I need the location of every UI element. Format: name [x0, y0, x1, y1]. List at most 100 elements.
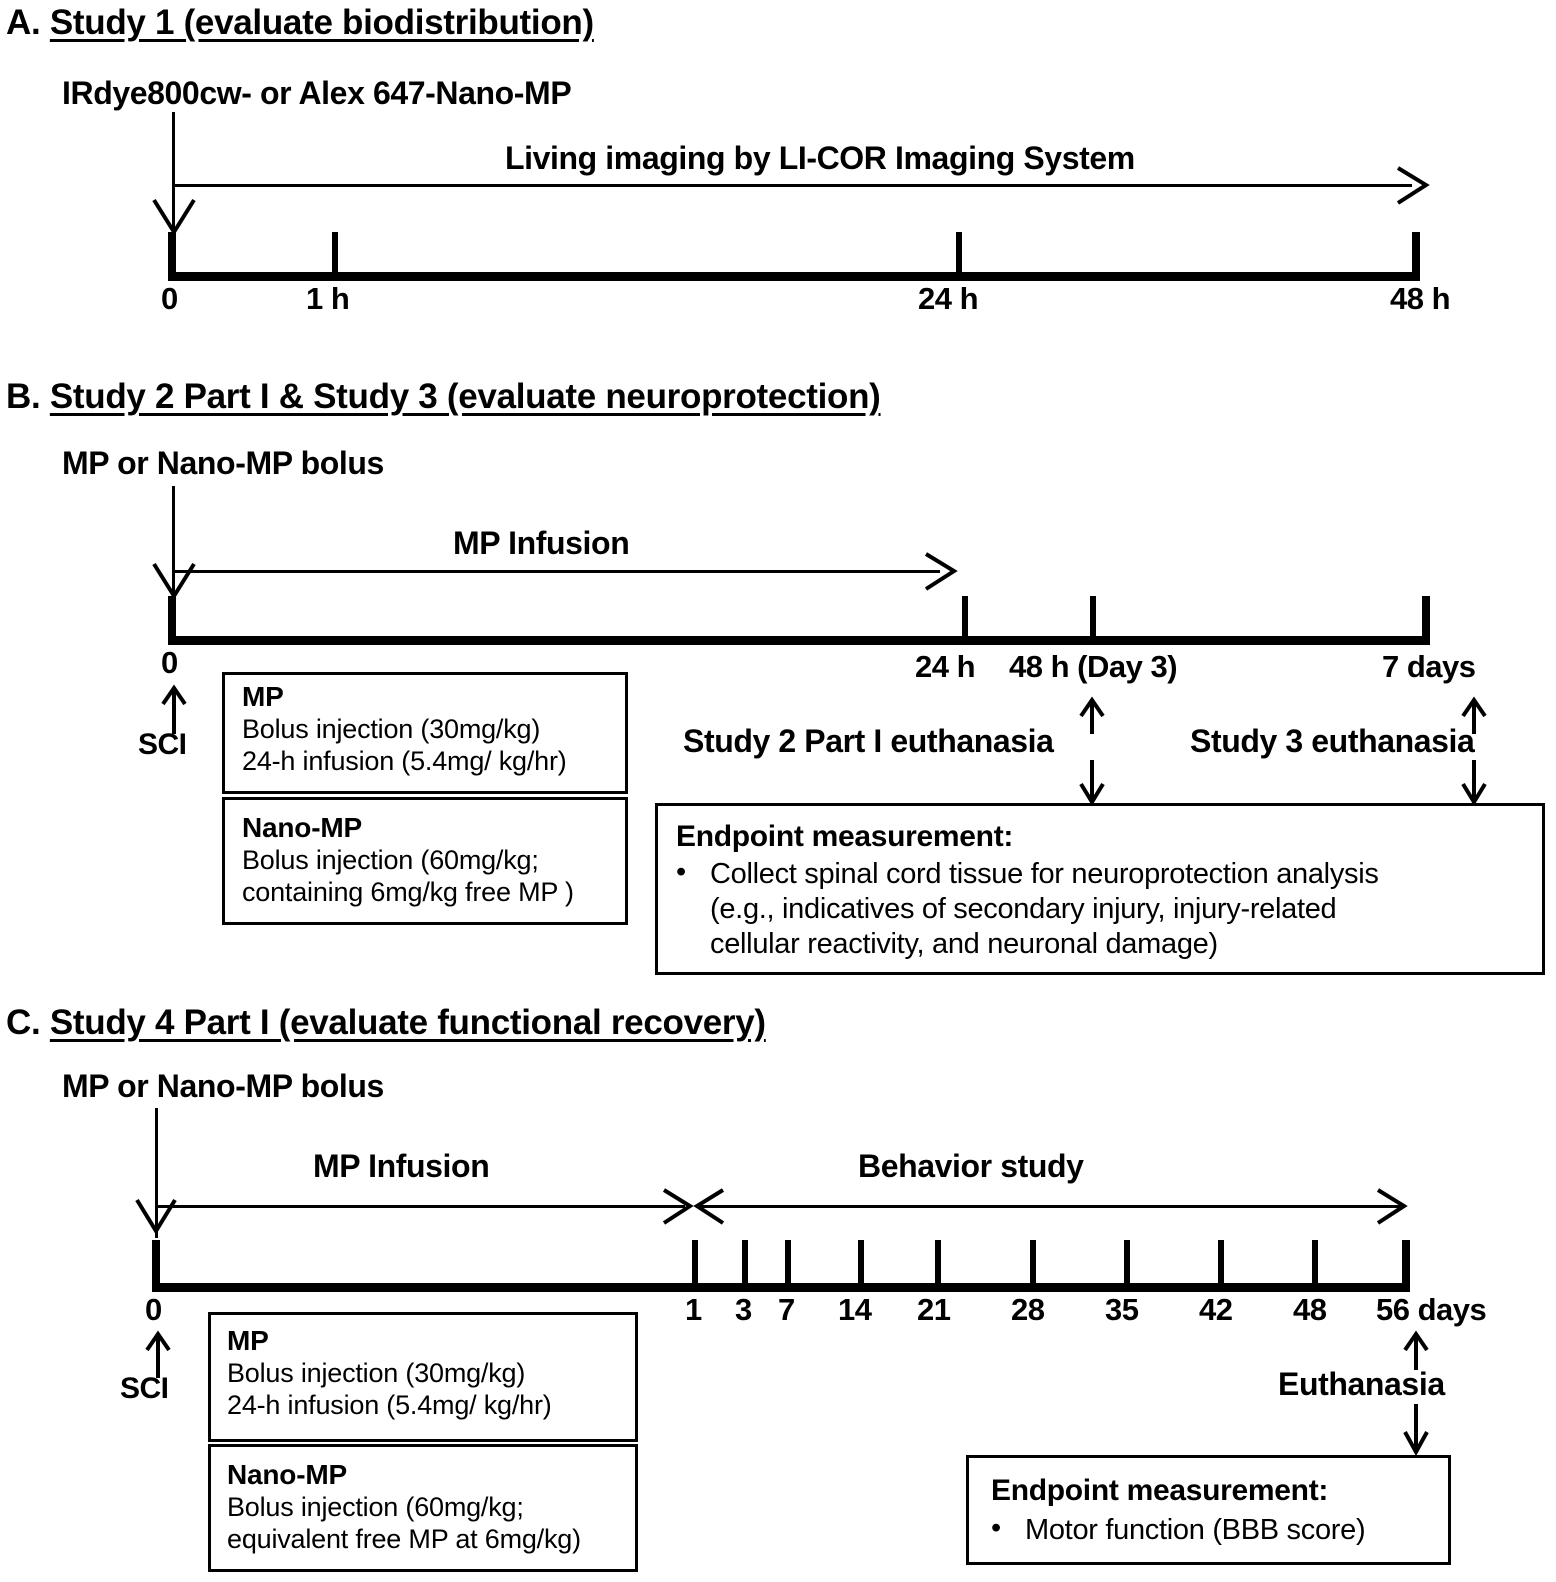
panel-c-euthanasia-label: Euthanasia [1278, 1366, 1445, 1402]
panel-c-label-1: 1 [685, 1292, 702, 1327]
panel-b-header: B. Study 2 Part I & Study 3 (evaluate ne… [6, 377, 881, 417]
panel-a-header: A. Study 1 (evaluate biodistribution) [6, 3, 594, 43]
panel-b-label-0: 0 [161, 645, 178, 680]
panel-c-tick-56 [1402, 1240, 1410, 1287]
panel-b-tick-7d [1422, 596, 1430, 641]
panel-c-tick-35 [1124, 1240, 1130, 1287]
panel-c-axis [152, 1283, 1410, 1292]
panel-c-label-28: 28 [1011, 1292, 1045, 1327]
panel-a-label-1h: 1 h [306, 281, 350, 316]
panel-a-tick-24h [956, 232, 962, 277]
panel-b-injury-label: SCI [138, 728, 187, 761]
panel-b-label-48h: 48 h (Day 3) [1009, 649, 1178, 684]
panel-c-endpoint-title: Endpoint measurement: [991, 1474, 1329, 1507]
panel-b-dose-box-mp-line-2: 24-h infusion (5.4mg/ kg/hr) [242, 746, 567, 776]
panel-a-treatment-label: IRdye800cw- or Alex 647-Nano-MP [62, 75, 572, 111]
panel-c-process-arrow-line [155, 1205, 685, 1208]
panel-a-letter: A. [6, 3, 41, 42]
panel-c-tick-21 [935, 1240, 941, 1287]
panel-c-letter: C. [6, 1003, 41, 1042]
panel-c-behavior-arrow-line [700, 1205, 1400, 1208]
panel-a-process-arrow-line [172, 184, 1412, 187]
panel-c-bolus-arrow-head [135, 1198, 177, 1238]
panel-c-behavior-arrow-head-left [693, 1188, 727, 1226]
panel-c-tick-7 [785, 1240, 791, 1287]
panel-c-label-0: 0 [145, 1292, 162, 1327]
panel-c-dose-box-mp: MP Bolus injection (30mg/kg) 24-h infusi… [208, 1312, 638, 1442]
panel-c-label-48: 48 [1293, 1292, 1327, 1327]
panel-b-letter: B. [6, 377, 41, 416]
panel-a-tick-0 [168, 232, 176, 277]
panel-b-process-arrow-line [172, 570, 940, 573]
panel-b-endpoint-bullet-glyph: • [676, 856, 687, 888]
panel-c-euthanasia-arrow-down [1402, 1404, 1430, 1457]
panel-c-treatment-label: MP or Nano-MP bolus [62, 1068, 384, 1104]
panel-b-label-24h: 24 h [915, 649, 976, 684]
panel-b-dose-box-nanomp-line-2: containing 6mg/kg free MP ) [242, 877, 574, 907]
panel-c-endpoint-bullet-glyph: • [991, 1512, 1002, 1544]
panel-c-header: C. Study 4 Part I (evaluate functional r… [6, 1003, 766, 1043]
panel-c-tick-0 [152, 1240, 160, 1287]
panel-b-process-label: MP Infusion [453, 525, 630, 561]
panel-c-tick-14 [858, 1240, 864, 1287]
panel-c-label-56: 56 days [1376, 1292, 1487, 1327]
panel-b-axis [168, 636, 1430, 645]
panel-b-dose-box-mp-line-1: Bolus injection (30mg/kg) [242, 714, 541, 744]
panel-c-dose-box-mp-line-1: Bolus injection (30mg/kg) [227, 1358, 526, 1388]
panel-c-process-arrow-head [662, 1188, 696, 1226]
panel-c-title: Study 4 Part I (evaluate functional reco… [49, 1003, 766, 1042]
panel-a-tick-1h [332, 232, 338, 277]
panel-c-label-42: 42 [1199, 1292, 1233, 1327]
panel-c-tick-1 [692, 1240, 698, 1287]
panel-b-endpoint-bullet-line-3: cellular reactivity, and neuronal damage… [710, 928, 1218, 960]
panel-c-injury-label: SCI [120, 1372, 169, 1405]
panel-a-process-arrow-head [1396, 166, 1432, 206]
panel-b-euthanasia-arrow-down-2 [1460, 760, 1488, 806]
panel-b-endpoint-box: Endpoint measurement: • Collect spinal c… [655, 803, 1545, 975]
panel-c-behavior-arrow-head-right [1376, 1188, 1410, 1226]
panel-c-dose-box-nanomp: Nano-MP Bolus injection (60mg/kg; equiva… [208, 1444, 638, 1572]
panel-b-endpoint-bullet-line-2: (e.g., indicatives of secondary injury, … [710, 893, 1337, 925]
panel-c-label-21: 21 [917, 1292, 951, 1327]
panel-c-euthanasia-arrow-up [1402, 1330, 1430, 1372]
panel-b-dose-box-nanomp-line-1: Bolus injection (60mg/kg; [242, 845, 539, 875]
panel-b-dose-box-mp: MP Bolus injection (30mg/kg) 24-h infusi… [222, 672, 628, 794]
panel-c-process-label-2: Behavior study [858, 1148, 1084, 1184]
panel-c-tick-42 [1218, 1240, 1224, 1287]
panel-b-dose-box-mp-title: MP [242, 681, 284, 712]
panel-b-euthanasia-arrow-down-1 [1078, 760, 1106, 806]
panel-b-endpoint-title: Endpoint measurement: [676, 820, 1014, 853]
panel-a-label-48h: 48 h [1390, 281, 1451, 316]
panel-c-tick-28 [1030, 1240, 1036, 1287]
panel-c-dose-box-mp-line-2: 24-h infusion (5.4mg/ kg/hr) [227, 1390, 552, 1420]
panel-a-tick-48h [1412, 232, 1420, 277]
panel-b-tick-24h [962, 596, 968, 641]
panel-a-process-label: Living imaging by LI-COR Imaging System [505, 140, 1135, 176]
panel-c-bolus-arrow-stem [155, 1108, 158, 1238]
panel-b-title: Study 2 Part I & Study 3 (evaluate neuro… [49, 377, 881, 416]
panel-c-endpoint-box: Endpoint measurement: • Motor function (… [966, 1455, 1451, 1565]
panel-b-bolus-arrow-stem [172, 486, 175, 626]
panel-b-endpoint-bullet-line-1: Collect spinal cord tissue for neuroprot… [710, 858, 1379, 890]
panel-c-dose-box-nanomp-line-2: equivalent free MP at 6mg/kg) [227, 1524, 581, 1554]
panel-c-tick-48 [1312, 1240, 1318, 1287]
panel-a-axis [168, 272, 1420, 281]
panel-b-dose-box-nanomp: Nano-MP Bolus injection (60mg/kg; contai… [222, 797, 628, 925]
panel-b-euthanasia-label-1: Study 2 Part I euthanasia [683, 723, 1054, 759]
panel-b-euthanasia-label-2: Study 3 euthanasia [1190, 723, 1475, 759]
panel-b-sci-arrow [160, 684, 188, 736]
panel-c-label-3: 3 [735, 1292, 752, 1327]
panel-a-bolus-arrow-stem [172, 112, 175, 272]
panel-a-label-0: 0 [161, 281, 178, 316]
panel-c-dose-box-nanomp-line-1: Bolus injection (60mg/kg; [227, 1492, 524, 1522]
panel-c-label-7: 7 [778, 1292, 795, 1327]
panel-b-treatment-label: MP or Nano-MP bolus [62, 445, 384, 481]
panel-b-tick-0 [168, 596, 176, 641]
panel-c-process-label: MP Infusion [313, 1148, 490, 1184]
panel-b-label-7d: 7 days [1382, 649, 1476, 684]
panel-a-title: Study 1 (evaluate biodistribution) [49, 3, 594, 42]
panel-c-label-35: 35 [1105, 1292, 1139, 1327]
panel-c-dose-box-nanomp-title: Nano-MP [227, 1459, 347, 1490]
panel-b-euthanasia-arrow-up-2 [1460, 696, 1488, 736]
panel-b-process-arrow-head [924, 552, 960, 592]
